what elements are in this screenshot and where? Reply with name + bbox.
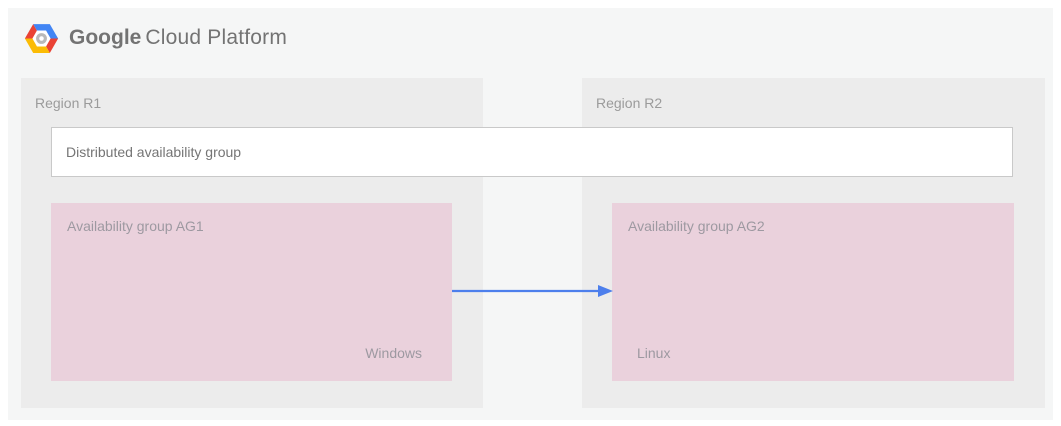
replication-arrow [452, 285, 613, 297]
region-r2-label: Region R2 [596, 95, 663, 111]
availability-group-ag1-label: Availability group AG1 [67, 218, 204, 234]
region-r1-label: Region R1 [35, 95, 102, 111]
arrowhead-icon [598, 285, 613, 297]
logo-text-google: Google [69, 26, 142, 49]
os-label-linux: Linux [637, 345, 671, 361]
os-label-windows: Windows [365, 345, 422, 361]
availability-group-ag2-box: Availability group AG2 Linux [612, 203, 1014, 381]
availability-group-ag2-label: Availability group AG2 [628, 218, 765, 234]
distributed-availability-group-label: Distributed availability group [66, 144, 242, 160]
distributed-availability-group-box: Distributed availability group [51, 127, 1013, 177]
availability-group-ag1-box: Availability group AG1 Windows [51, 203, 452, 381]
logo-text-cloud-platform: Cloud Platform [145, 26, 288, 49]
gcp-hexagon-icon [24, 23, 59, 53]
